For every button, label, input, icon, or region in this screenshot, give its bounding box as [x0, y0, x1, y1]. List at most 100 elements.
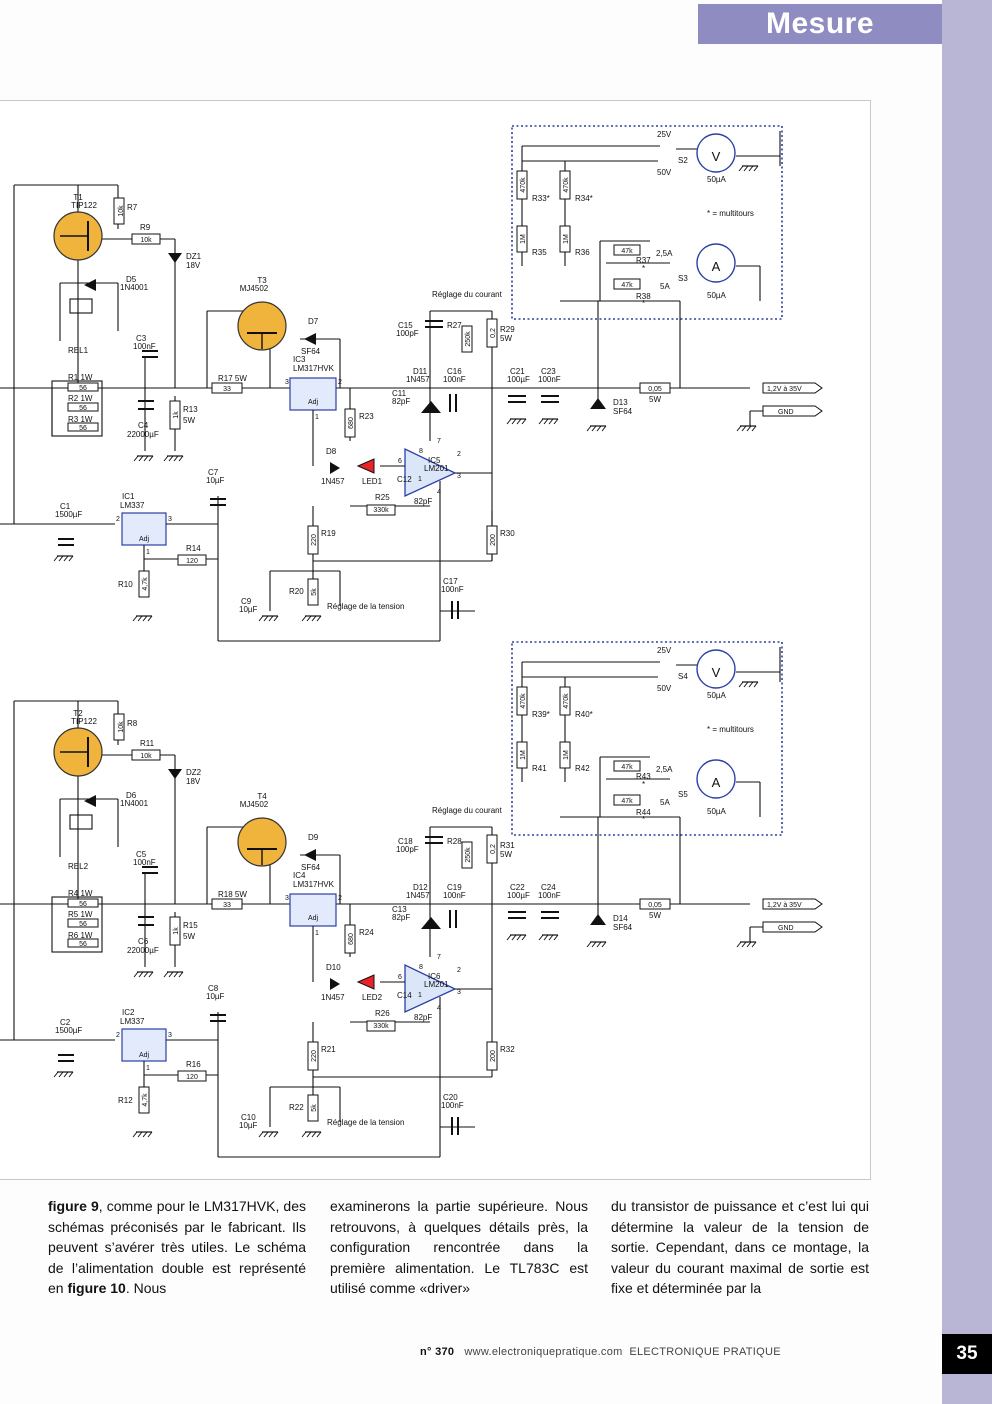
label: C8: [208, 984, 219, 993]
label: C19: [447, 883, 462, 892]
label: R10: [118, 580, 133, 589]
issue-number: n° 370: [420, 1346, 455, 1358]
label: 5W: [649, 395, 661, 404]
label: R8: [127, 719, 138, 728]
label: R29: [500, 325, 515, 334]
label: 5k: [311, 1104, 318, 1112]
magazine-name: ELECTRONIQUE PRATIQUE: [629, 1346, 781, 1358]
label: REL1: [68, 346, 89, 355]
label: 5W: [183, 932, 195, 941]
label: R15: [183, 921, 198, 930]
label: 680: [348, 417, 355, 429]
label: SF64: [613, 407, 633, 416]
label: C7: [208, 468, 219, 477]
label: R6 1W: [68, 931, 93, 940]
page-footer: n° 370 www.electroniquepratique.com ELEC…: [420, 1346, 781, 1358]
label: 1: [418, 476, 422, 483]
label: 100nF: [443, 891, 466, 900]
lower-supply: [0, 641, 823, 1158]
label: T4: [257, 792, 267, 801]
label: R42: [575, 764, 590, 773]
label: C18: [398, 837, 413, 846]
label: 220: [311, 1050, 318, 1062]
label: 1: [146, 1065, 150, 1072]
label: SF64: [301, 863, 321, 872]
label: 330k: [373, 1023, 389, 1030]
label: LED1: [362, 477, 383, 486]
label: R28: [447, 837, 462, 846]
label: 10µF: [206, 992, 225, 1001]
label: R40*: [575, 710, 593, 719]
label: 7: [437, 438, 441, 445]
label: LM317HVK: [293, 880, 335, 889]
label: D7: [308, 317, 319, 326]
label: R1 1W: [68, 373, 93, 382]
label: Adj: [308, 399, 319, 406]
label: 10µF: [239, 1121, 258, 1130]
label: 82pF: [392, 913, 410, 922]
label: 5A: [660, 798, 670, 807]
label: C16: [447, 367, 462, 376]
label: V: [712, 665, 721, 680]
label: C10: [241, 1113, 256, 1122]
label: R23: [359, 412, 374, 421]
label: 100nF: [538, 891, 561, 900]
label: 2: [338, 895, 342, 902]
label: Adj: [308, 915, 319, 922]
label: R7: [127, 203, 138, 212]
label: C21: [510, 367, 525, 376]
label: 1: [146, 549, 150, 556]
label: 4,7k: [142, 577, 149, 591]
label: 0,05: [648, 902, 662, 909]
body-column-1: figure 9, comme pour le LM317HVK, des sc…: [48, 1196, 306, 1299]
label: C15: [398, 321, 413, 330]
label: *: [642, 780, 645, 789]
label: 18V: [186, 261, 201, 270]
label: *: [642, 299, 645, 308]
label: A: [712, 259, 721, 274]
label: C1: [60, 502, 71, 511]
label: T1: [73, 193, 83, 202]
label: 1N457: [321, 993, 345, 1002]
label: S2: [678, 156, 688, 165]
label: 3: [457, 989, 461, 996]
label: 47k: [621, 798, 633, 805]
label: V: [712, 149, 721, 164]
label: C2: [60, 1018, 71, 1027]
label: 120: [186, 1074, 198, 1081]
label: 0,05: [648, 386, 662, 393]
label: R26: [375, 1009, 390, 1018]
label: 10k: [118, 721, 125, 733]
label: 470k: [563, 177, 570, 193]
label: 100nF: [133, 342, 156, 351]
label: D5: [126, 275, 137, 284]
section-header: Mesure: [698, 4, 942, 44]
label: C13: [392, 905, 407, 914]
label: R36: [575, 248, 590, 257]
label: 50µA: [707, 175, 727, 184]
label: 50V: [657, 684, 672, 693]
label: 33: [223, 386, 231, 393]
schematic-figure: T1 TIP122 R7 10k R9 10k DZ1 18V D5 1N400…: [0, 100, 871, 1180]
label: C3: [136, 334, 147, 343]
label: 680: [348, 933, 355, 945]
label: 5k: [311, 588, 318, 596]
body-column-3: du transistor de puissance et c’est lui …: [611, 1198, 869, 1297]
label: *: [642, 815, 645, 824]
label: 470k: [563, 693, 570, 709]
label: R3 1W: [68, 415, 93, 424]
label: 330k: [373, 507, 389, 514]
label: LED2: [362, 993, 383, 1002]
label: 1N4001: [120, 283, 149, 292]
label: TIP122: [71, 201, 97, 210]
label: 10k: [140, 753, 152, 760]
label: 1,2V à 35V: [767, 386, 802, 393]
label: R41: [532, 764, 547, 773]
label: A: [712, 775, 721, 790]
website-link[interactable]: www.electroniquepratique.com: [464, 1346, 623, 1358]
label: T3: [257, 276, 267, 285]
label: 8: [419, 964, 423, 971]
label: R16: [186, 1060, 201, 1069]
label: 1N457: [406, 891, 430, 900]
label: 1: [315, 414, 319, 421]
